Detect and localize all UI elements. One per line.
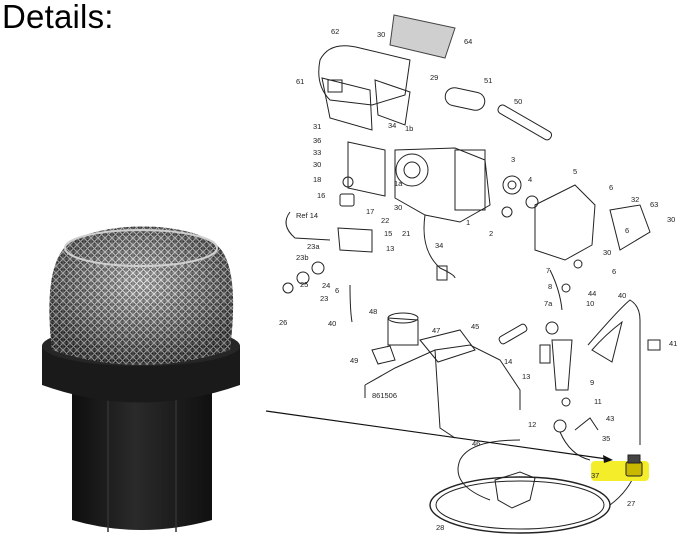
callout-label: 3	[511, 155, 515, 164]
callout-label: 15	[384, 229, 392, 238]
callout-label: 7	[546, 266, 550, 275]
pointer-arrow	[265, 410, 613, 463]
callout-label: 30	[313, 160, 321, 169]
callout-label: 41	[669, 339, 677, 348]
part-37-inlet-strainer	[625, 454, 643, 477]
callout-label: 25	[300, 280, 308, 289]
callout-label: 61	[296, 77, 304, 86]
callout-label: 34	[435, 241, 443, 250]
callout-label: 6	[625, 226, 629, 235]
callout-label: 1	[466, 218, 470, 227]
callout-label: 51	[484, 76, 492, 85]
callout-label: 30	[377, 30, 385, 39]
part-46-hose	[457, 439, 521, 501]
callout-label: 13	[386, 244, 394, 253]
part-1-motor	[394, 147, 491, 223]
callout-label: 11	[594, 397, 602, 406]
callout-label: 9	[590, 378, 594, 387]
callout-label: 23a	[307, 242, 320, 251]
callout-label: 28	[436, 523, 444, 532]
callout-label: 6	[609, 183, 613, 192]
callout-label: 64	[464, 37, 472, 46]
callout-label: 45	[471, 322, 479, 331]
callout-label: 27	[627, 499, 635, 508]
callout-label: 4	[528, 175, 532, 184]
callout-label: 30	[603, 248, 611, 257]
callout-label: 62	[331, 27, 339, 36]
callout-label: 6	[612, 267, 616, 276]
callout-label: 48	[369, 307, 377, 316]
callout-label: 22	[381, 216, 389, 225]
part-27-hose-coil	[429, 476, 611, 534]
callout-label: 63	[650, 200, 658, 209]
callout-label: 30	[394, 203, 402, 212]
callout-label: 14	[504, 357, 512, 366]
callout-label: 1a	[394, 179, 403, 188]
part-62-motor-cover	[318, 45, 411, 106]
callout-label: 33	[313, 148, 321, 157]
callout-label: 29	[430, 73, 438, 82]
callout-label: 40	[328, 319, 336, 328]
callout-label: 10	[586, 299, 594, 308]
callout-label: 21	[402, 229, 410, 238]
callout-label: 23b	[296, 253, 309, 262]
callout-label: 8	[548, 282, 552, 291]
callout-label: 47	[432, 326, 440, 335]
part-5-pump-housing	[534, 184, 596, 261]
callout-label: 17	[366, 207, 374, 216]
part-28-spray-gun	[494, 471, 536, 509]
page-heading: Details:	[2, 0, 114, 35]
callout-label: 50	[514, 97, 522, 106]
callout-label: 44	[588, 289, 596, 298]
callout-label: 46	[472, 439, 480, 448]
callout-label: 6	[335, 286, 339, 295]
callout-label: 18	[313, 175, 321, 184]
part-45-cart-frame	[364, 344, 521, 410]
part-48-pail	[387, 317, 419, 346]
callout-label: 7a	[544, 299, 553, 308]
callout-label: 2	[489, 229, 493, 238]
callout-label: 5	[573, 167, 577, 176]
callout-label: 1b	[405, 124, 413, 133]
callout-label: 23	[320, 294, 328, 303]
callout-label: 861506	[372, 391, 397, 400]
callout-label: 26	[279, 318, 287, 327]
inlet-filter-photo	[42, 226, 240, 532]
callout-label: 43	[606, 414, 614, 423]
callout-label: 49	[350, 356, 358, 365]
callout-label: Ref 14	[296, 211, 318, 220]
part-51-grip	[444, 87, 486, 111]
callout-label: 30	[667, 215, 675, 224]
part-64-shield	[389, 14, 456, 59]
exploded-parts-diagram	[282, 14, 661, 534]
callout-label: 32	[631, 195, 639, 204]
callout-label: 40	[618, 291, 626, 300]
callout-label: 16	[317, 191, 325, 200]
callout-label: 12	[528, 420, 536, 429]
callout-label: 24	[322, 281, 330, 290]
callout-label: 13	[522, 372, 530, 381]
callout-label: 34	[388, 121, 396, 130]
callout-label: 37	[591, 471, 599, 480]
callout-label: 36	[313, 136, 321, 145]
callout-label: 35	[602, 434, 610, 443]
filter-hex-base	[72, 385, 212, 530]
callout-label: 31	[313, 122, 321, 131]
